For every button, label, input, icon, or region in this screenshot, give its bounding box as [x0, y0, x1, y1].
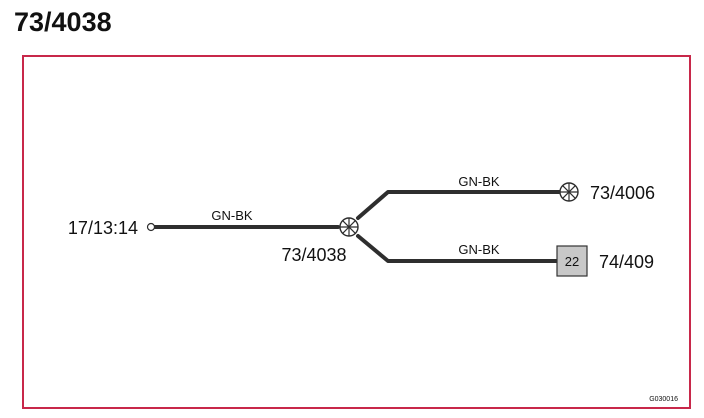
connector-pin-number: 22: [565, 254, 579, 269]
target-label-74-409: 74/409: [599, 252, 654, 272]
source-node-label: 17/13:14: [68, 218, 138, 238]
connector-box-icon: [556, 245, 588, 277]
wire-label: GN-BK: [211, 208, 253, 223]
wire-label: GN-BK: [458, 174, 500, 189]
ground-crosshair-icon: [559, 182, 579, 202]
diagram-frame: [22, 55, 691, 409]
wire-label: GN-BK: [458, 242, 500, 257]
wire-splice-to-73-4006: [356, 190, 562, 220]
splice-node-label: 73/4038: [281, 245, 346, 265]
page-title: 73/4038: [14, 7, 112, 37]
wire-splice-to-74-409: [356, 234, 559, 263]
target-label-73-4006: 73/4006: [590, 183, 655, 203]
splice-crosshair-icon: [339, 217, 359, 237]
figure-code: G030016: [649, 396, 678, 403]
terminal-circle-icon: [146, 222, 156, 232]
